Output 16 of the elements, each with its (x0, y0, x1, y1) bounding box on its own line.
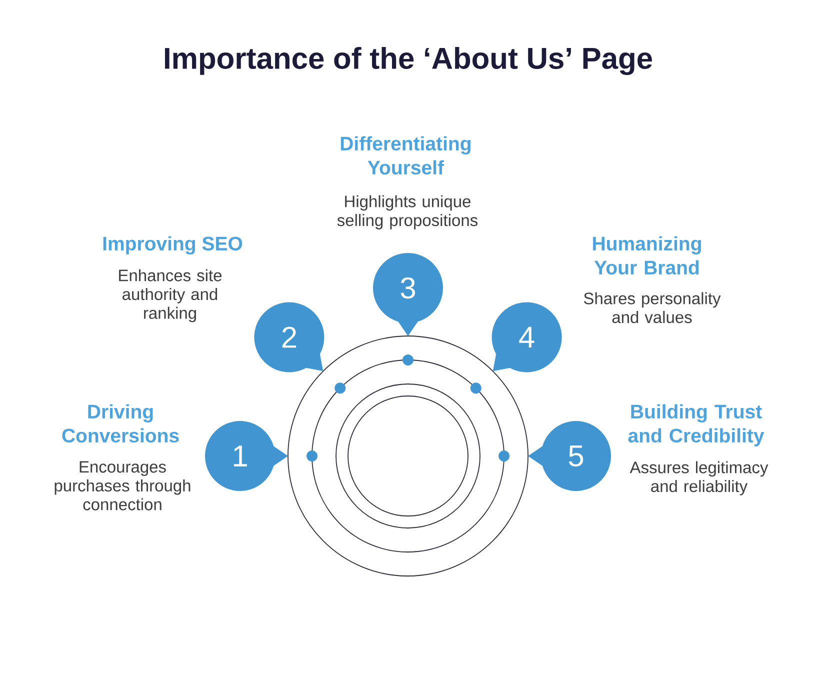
speech-bubble: 2 (254, 302, 324, 372)
heading: Humanizing Your Brand (593, 236, 701, 275)
heading: Building Trust and Credibility (628, 404, 764, 446)
heading: Differentiating Yourself (340, 136, 470, 175)
description: Assures legitimacy and reliability (630, 461, 768, 496)
heading: Improving SEO (103, 236, 242, 254)
speech-bubble: 1 (205, 421, 288, 491)
description: Shares personality and values (584, 292, 721, 324)
heading: Driving Conversions (62, 404, 179, 443)
speech-bubble: 4 (492, 302, 562, 372)
speech-bubble: 3 (373, 253, 443, 336)
title: Importance of the ‘About Us’ Page (164, 46, 652, 76)
description: Encourages purchases through connection (54, 461, 190, 510)
description: Enhances site authority and ranking (119, 269, 222, 322)
description: Highlights unique selling propositions (337, 195, 478, 230)
speech-bubble: 5 (528, 421, 611, 491)
